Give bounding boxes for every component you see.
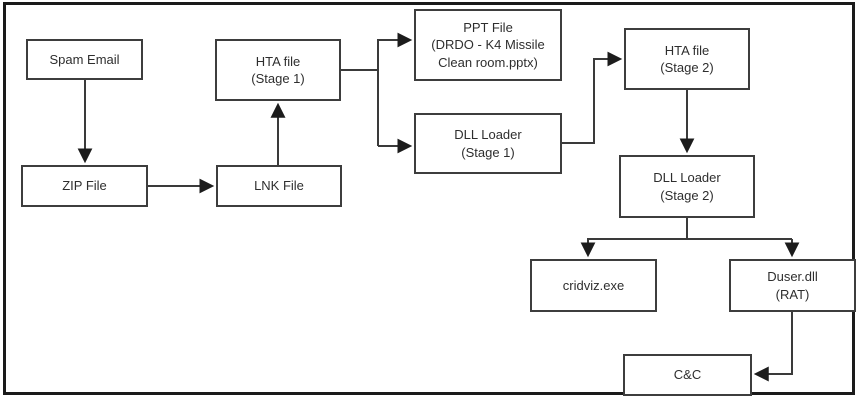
node-c-and-c: C&C: [623, 354, 752, 396]
edge-duser-to-cnc: [753, 312, 793, 382]
node-lnk-file: LNK File: [216, 165, 342, 207]
node-zip-file: ZIP File: [21, 165, 148, 207]
node-cridviz-exe: cridviz.exe: [530, 259, 657, 312]
node-dll-loader-stage1: DLL Loader (Stage 1): [414, 113, 562, 174]
node-dll-loader-stage2: DLL Loader (Stage 2): [619, 155, 755, 218]
node-hta-file-stage2: HTA file (Stage 2): [624, 28, 750, 90]
node-duser-dll-rat: Duser.dll (RAT): [729, 259, 856, 312]
edge-dll-loader-stage2-to-cridviz: [588, 218, 792, 255]
edge-hta-stage1-to-ppt-file: [341, 40, 410, 146]
node-spam-email: Spam Email: [26, 39, 143, 80]
node-hta-file-stage1: HTA file (Stage 1): [215, 39, 341, 101]
edge-dll-loader-stage1-to-hta-stage2: [562, 51, 623, 144]
node-ppt-file: PPT File (DRDO - K4 Missile Clean room.p…: [414, 9, 562, 81]
